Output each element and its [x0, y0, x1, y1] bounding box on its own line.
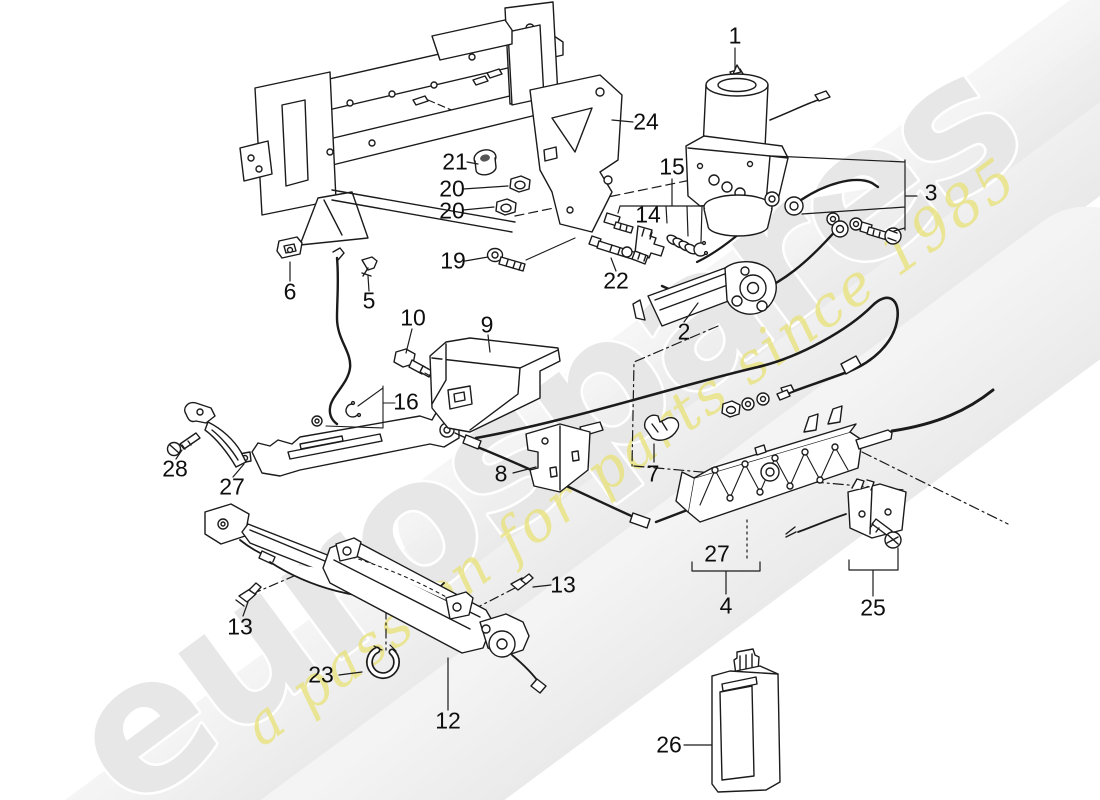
part-number-label: 19 — [440, 247, 466, 274]
part-number-label: 13 — [227, 613, 253, 640]
frame-assembly — [239, 1, 623, 246]
fluid-bottle-26 — [711, 648, 781, 793]
spindle — [588, 235, 649, 265]
clip-5 — [361, 256, 378, 277]
leader-lines — [175, 47, 918, 746]
lever-27 — [184, 401, 247, 468]
bent-rod-16 — [325, 247, 396, 429]
screw-28 — [166, 432, 201, 457]
part-number-label: 28 — [162, 455, 188, 482]
tray-9 — [429, 337, 561, 433]
bracket-25 — [785, 478, 907, 549]
hydraulic-pump — [685, 64, 831, 237]
nut-20b — [495, 198, 517, 216]
valve-10 — [393, 348, 449, 387]
part-number-label: 4 — [719, 592, 733, 619]
part-number-label: 25 — [860, 594, 886, 621]
part-number-label: 14 — [635, 201, 661, 228]
nut-20a — [509, 175, 531, 193]
bracket-8 — [525, 423, 591, 493]
pressure-hoses — [764, 178, 902, 245]
part-number-label: 22 — [603, 267, 629, 294]
part-number-label: 10 — [400, 304, 426, 331]
bleed-screw-13-left — [235, 582, 262, 607]
part-number-label: 15 — [659, 153, 685, 180]
part-number-label: 12 — [435, 707, 461, 734]
part-number-label: 26 — [656, 731, 682, 758]
clip-6 — [276, 236, 303, 259]
clamp-23 — [366, 644, 401, 680]
part-number-label: 2 — [677, 318, 691, 345]
part-number-label: 7 — [646, 460, 660, 487]
part-number-label: 5 — [362, 287, 376, 314]
part-number-label: 24 — [633, 108, 659, 135]
part-number-label: 20 — [439, 197, 465, 224]
part-number-label: 16 — [393, 388, 419, 415]
washer-row — [721, 389, 791, 418]
part-number-label: 9 — [480, 311, 494, 338]
part-number-label: 20 — [439, 175, 465, 202]
part-number-label: 23 — [308, 661, 334, 688]
part-number-label: 3 — [924, 179, 938, 206]
bleed-screw-13-right — [510, 573, 534, 591]
grommet-21 — [473, 149, 497, 176]
part-number-label: 13 — [550, 571, 576, 598]
part-number-label: 1 — [728, 22, 742, 49]
part-number-label: 27 — [704, 540, 730, 567]
hydraulic-cylinder-12 — [322, 537, 547, 694]
bolt-19 — [486, 237, 576, 272]
part-number-label: 27 — [219, 473, 245, 500]
rail-4 — [675, 405, 893, 523]
drive-motor — [632, 260, 777, 327]
part-number-label: 6 — [283, 278, 297, 305]
part-number-label: 8 — [494, 460, 508, 487]
clip-7 — [643, 414, 680, 441]
part-number-label: 21 — [442, 148, 468, 175]
